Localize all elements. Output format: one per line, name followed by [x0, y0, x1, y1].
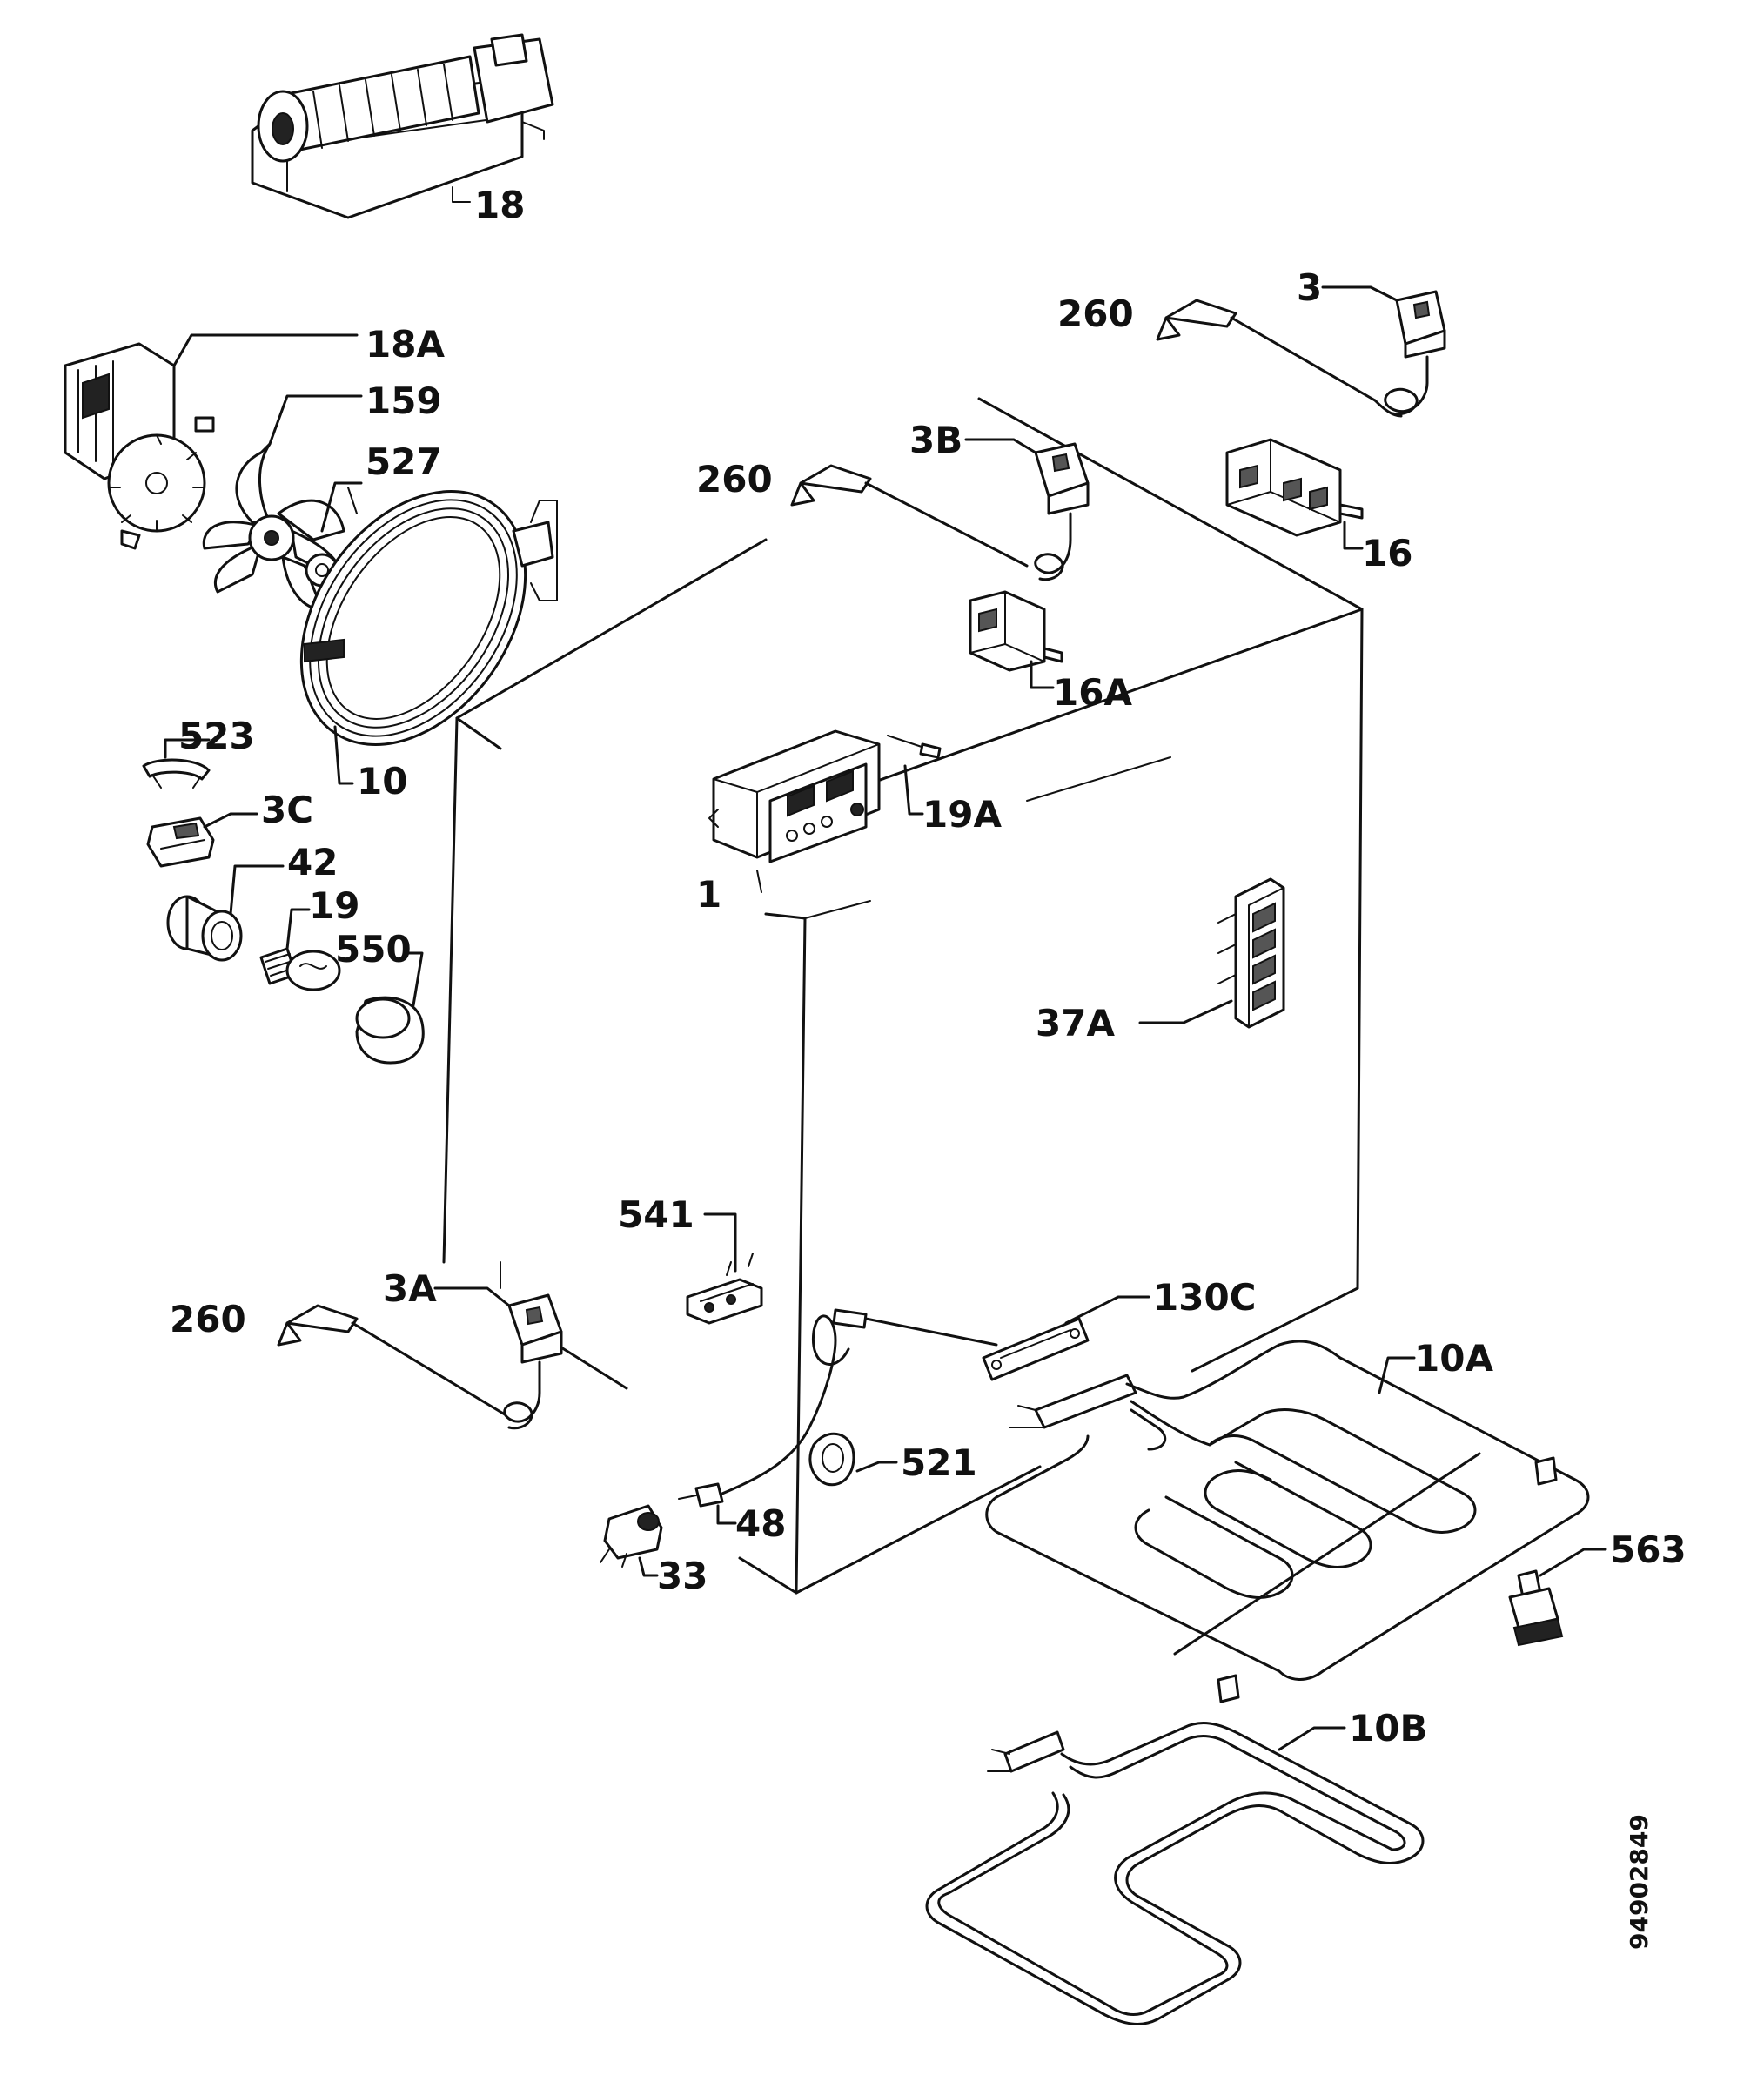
label-16a: 16A — [1053, 671, 1132, 714]
lamp-bulb-part-19 — [259, 908, 341, 991]
label-3a: 3A — [383, 1267, 437, 1310]
bottom-element-part-10b — [925, 1722, 1425, 2025]
label-1: 1 — [696, 873, 721, 916]
label-260-mid: 260 — [696, 458, 773, 500]
label-18a: 18A — [366, 323, 445, 366]
lamp-holder-part-42 — [166, 864, 285, 962]
label-130c: 130C — [1153, 1276, 1257, 1319]
label-33: 33 — [657, 1555, 708, 1597]
label-10b: 10B — [1349, 1707, 1427, 1750]
circular-element-part-10 — [299, 490, 558, 785]
label-3b: 3B — [909, 419, 962, 461]
label-260-low: 260 — [170, 1298, 246, 1340]
thermostat-part-3b — [964, 438, 1090, 581]
label-10: 10 — [357, 760, 407, 803]
probe-part-48 — [678, 1308, 998, 1525]
label-527: 527 — [366, 440, 442, 483]
label-3c: 3C — [261, 789, 313, 831]
label-521: 521 — [901, 1441, 977, 1484]
label-10a: 10A — [1414, 1337, 1493, 1380]
terminal-block-part-37a — [1138, 877, 1285, 1029]
switch-part-16 — [1225, 438, 1364, 550]
grill-element-part-10a — [985, 1340, 1590, 1703]
label-19a: 19A — [922, 793, 1002, 836]
bush-part-563 — [1508, 1548, 1607, 1647]
label-541: 541 — [618, 1193, 694, 1236]
label-42: 42 — [287, 841, 338, 883]
document-number: 94902849 — [1625, 1814, 1653, 1950]
bracket-part-130c — [982, 1295, 1150, 1381]
label-19: 19 — [309, 884, 359, 927]
sensor-part-33 — [600, 1504, 663, 1577]
thermostat-part-3c — [146, 812, 258, 868]
thermostat-part-3a — [433, 1286, 563, 1430]
lamp-cover-part-550 — [355, 951, 425, 1065]
tangential-fan-part-18 — [251, 33, 554, 219]
label-48: 48 — [735, 1502, 786, 1545]
label-159: 159 — [366, 380, 442, 422]
socket-part-521 — [808, 1432, 898, 1487]
label-550: 550 — [335, 928, 412, 971]
label-18: 18 — [474, 184, 525, 226]
clip-part-523 — [142, 738, 211, 789]
label-260-top: 260 — [1057, 292, 1134, 335]
capillary-probe-top-part-260 — [1156, 299, 1403, 418]
label-563: 563 — [1610, 1528, 1687, 1571]
sensor-part-19a — [887, 735, 942, 816]
label-37a: 37A — [1036, 1002, 1115, 1044]
capillary-probe-low-part-260 — [277, 1304, 506, 1416]
fan-motor-part-18a — [64, 333, 359, 550]
switch-part-16a — [969, 590, 1063, 689]
label-16: 16 — [1362, 532, 1412, 574]
electronic-timer-part-1 — [708, 729, 881, 893]
capillary-probe-mid-part-260 — [790, 464, 1029, 568]
connector-part-541 — [686, 1212, 763, 1325]
oven-cabinet-outline — [442, 397, 1364, 1595]
thermostat-part-3 — [1321, 285, 1446, 416]
label-3: 3 — [1297, 266, 1322, 309]
label-523: 523 — [178, 715, 255, 757]
